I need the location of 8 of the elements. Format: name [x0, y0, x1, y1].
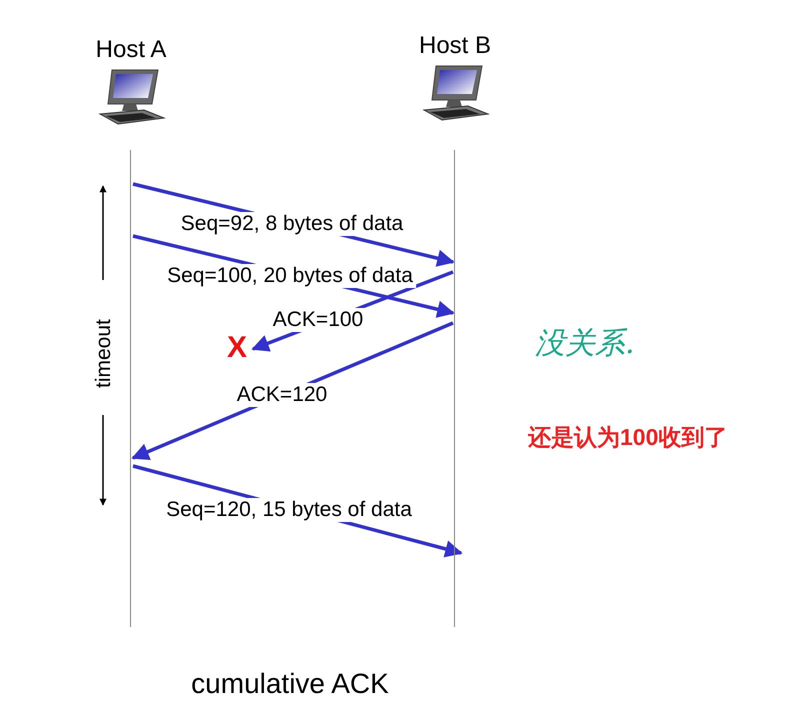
caption: cumulative ACK	[191, 668, 389, 699]
loss-mark: X	[227, 333, 248, 363]
host-label: Host B	[418, 32, 492, 60]
timeout-label: timeout	[92, 319, 116, 388]
note: 还是认为100收到了	[528, 425, 728, 450]
edge-label: ACK=100	[270, 308, 366, 332]
handwritten-note: 没关系.	[535, 327, 635, 360]
host-label: Host A	[96, 36, 166, 64]
